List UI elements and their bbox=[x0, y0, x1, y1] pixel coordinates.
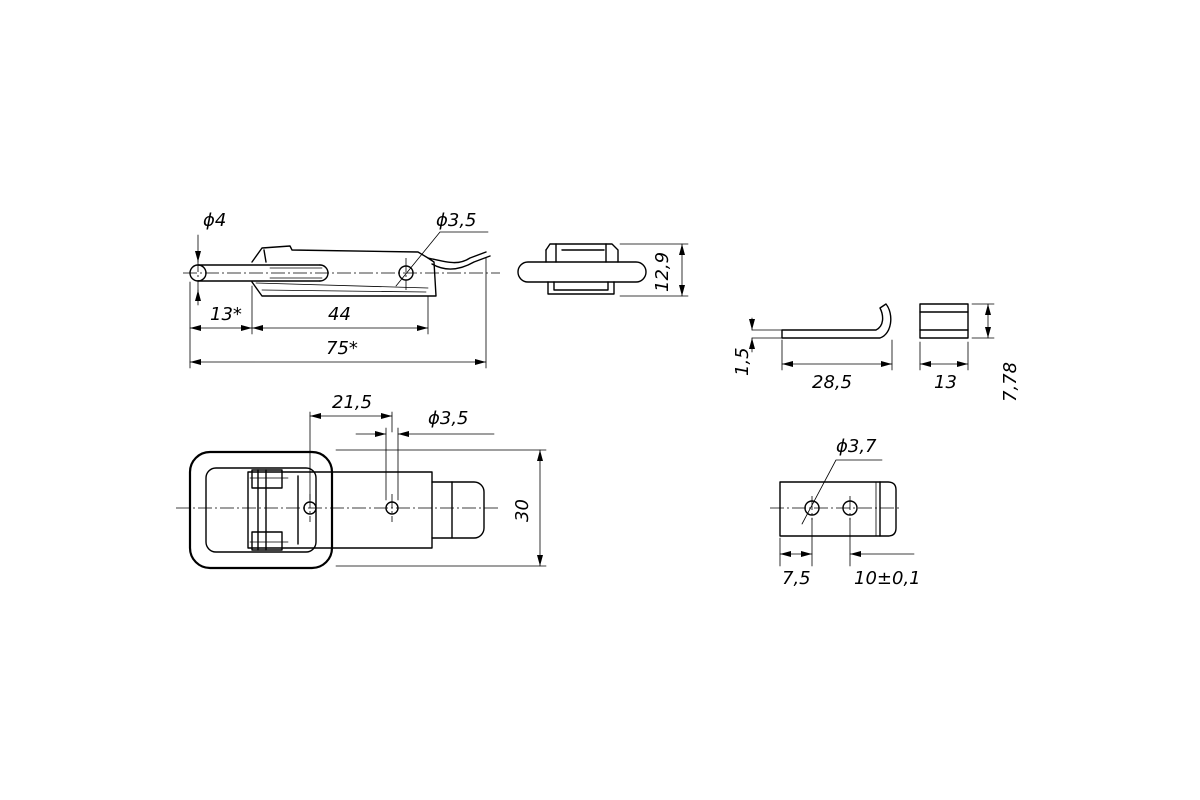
latch-side-view: ϕ4 ϕ3,5 13* 44 75* bbox=[183, 210, 500, 369]
plate-hole-offset-label: 7,5 bbox=[782, 568, 811, 589]
latch-top-view: 21,5 ϕ3,5 30 bbox=[176, 392, 547, 570]
end-height-label: 12,9 bbox=[652, 252, 673, 292]
hook-width-label: 13 bbox=[934, 372, 957, 393]
top-hole-offset-label: 21,5 bbox=[332, 392, 372, 413]
top-hole-diameter-label: ϕ3,5 bbox=[428, 408, 469, 429]
top-width-label: 30 bbox=[512, 499, 533, 522]
pin-offset-label: 13* bbox=[210, 304, 242, 325]
hole-diameter-label: ϕ3,5 bbox=[436, 210, 477, 231]
hook-height-label: 7,78 bbox=[1000, 362, 1021, 402]
hook-end-view: 13 7,78 bbox=[919, 303, 1021, 402]
hole-spacing-label: 44 bbox=[328, 304, 351, 325]
pin-diameter-label: ϕ4 bbox=[203, 210, 226, 231]
total-length-label: 75* bbox=[326, 338, 358, 359]
hook-side-view: 1,5 28,5 bbox=[732, 303, 893, 393]
plate-hole-spacing-label: 10±0,1 bbox=[854, 568, 921, 589]
hook-length-label: 28,5 bbox=[812, 372, 852, 393]
latch-end-view: 12,9 bbox=[517, 243, 689, 297]
plate-hole-diameter-label: ϕ3,7 bbox=[836, 436, 877, 457]
hook-thickness-label: 1,5 bbox=[732, 347, 753, 376]
hook-plate-top-view: ϕ3,7 7,5 10±0,1 bbox=[770, 436, 921, 589]
